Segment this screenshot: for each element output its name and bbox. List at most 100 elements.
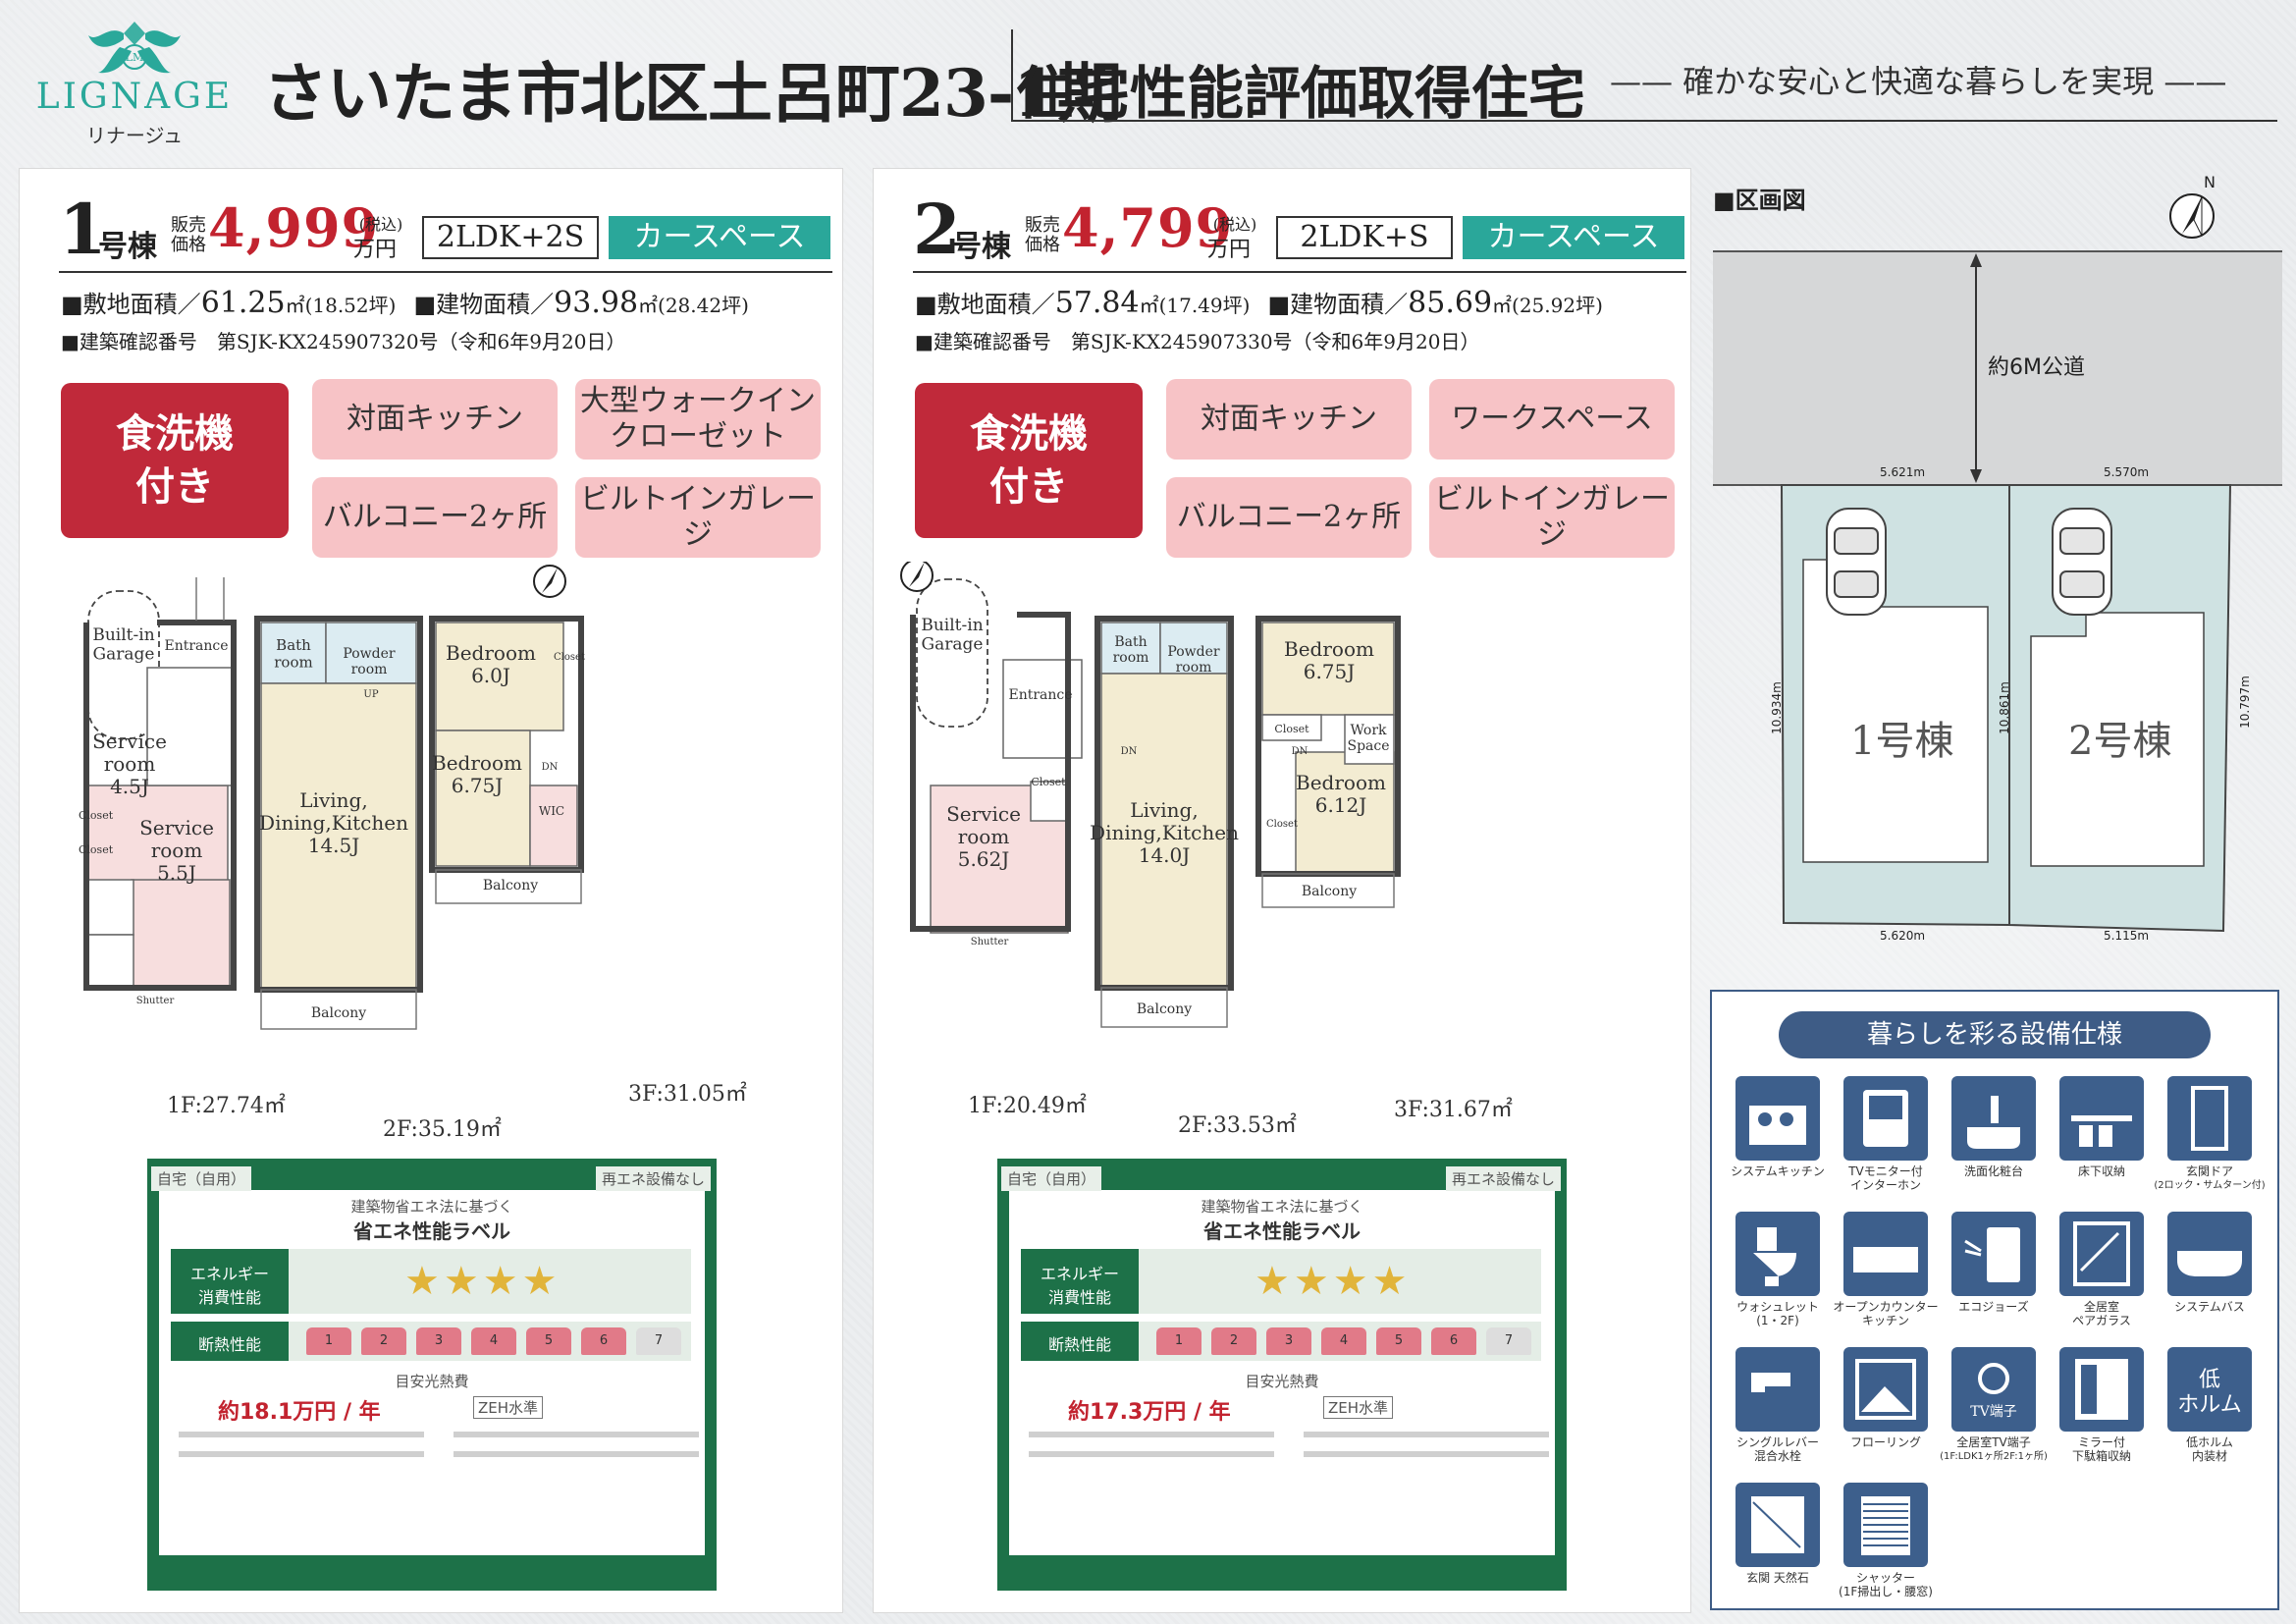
energy-fine-print xyxy=(1304,1451,1549,1457)
north-arrow-icon xyxy=(533,565,566,598)
facility-label: システムキッチン xyxy=(1731,1164,1825,1178)
facility-label: 全居室TV端子 xyxy=(1956,1435,2031,1449)
label-balcony-3f: Balcony xyxy=(483,878,538,893)
room-closet-2 xyxy=(1261,714,1322,741)
star-icon: ★ xyxy=(521,1259,561,1304)
insulation-level: 3 xyxy=(416,1327,461,1355)
price-value: 4,999 xyxy=(208,196,380,259)
label-entrance: Entrance xyxy=(164,638,228,654)
road-area xyxy=(1713,251,2282,485)
facility-label: ウォシュレット (1・2F) xyxy=(1736,1300,1819,1327)
building-area-label: ■建物面積／ xyxy=(1267,291,1409,318)
washlet-icon xyxy=(1735,1212,1820,1296)
single-lever-faucet-icon xyxy=(1735,1347,1820,1432)
area-info: ■敷地面積／61.25㎡(18.52坪)■建物面積／93.98㎡(28.42坪) xyxy=(61,285,749,320)
energy-tag-left: 自宅（自用） xyxy=(151,1166,252,1191)
vanity-icon xyxy=(1951,1076,2036,1161)
price-unit: 万円 xyxy=(353,238,398,262)
price-label-2: 価格 xyxy=(1025,235,1060,255)
north-arrow-icon xyxy=(2169,193,2215,239)
energy-fine-print xyxy=(179,1432,424,1437)
lot-1-label: 1号棟 xyxy=(1850,719,1954,764)
facility-sublabel: (1F:LDK1ヶ所2F:1ヶ所) xyxy=(1940,1451,2048,1462)
north-arrow-icon xyxy=(900,562,934,592)
floor-plan-type: 2LDK+S xyxy=(1276,216,1453,259)
label-closet-1: Closet xyxy=(79,809,114,822)
energy-fine-print xyxy=(454,1432,699,1437)
feature-dishwasher: 食洗機 付き xyxy=(61,383,289,538)
energy-stars: ★★★★ xyxy=(404,1259,561,1304)
facility-label: フローリング xyxy=(1849,1435,1921,1449)
land-area-value: 61.25 xyxy=(200,286,286,320)
energy-cost: 約17.3万円 / 年 xyxy=(1068,1400,1231,1425)
label-shutter: Shutter xyxy=(971,937,1009,947)
dim-bottom-2: 5.115m xyxy=(2104,929,2150,943)
permit-number: ■建築確認番号 第SJK-KX245907330号（令和6年9月20日） xyxy=(915,330,1480,353)
floor-area-2f: 2F:33.53㎡ xyxy=(1178,1113,1297,1138)
facility-label: オープンカウンター キッチン xyxy=(1833,1300,1939,1327)
facility-label: シャッター (1F掃出し・腰窓) xyxy=(1839,1571,1933,1598)
shutter-icon xyxy=(1843,1483,1928,1567)
low-formaldehyde-text: 低ホルム xyxy=(2177,1368,2242,1417)
price-label-1: 販売 xyxy=(1025,215,1060,236)
room-powder xyxy=(325,622,417,684)
insulation-level: 2 xyxy=(1211,1327,1256,1355)
pair-glass-icon xyxy=(2059,1212,2144,1296)
room-bedroom-2 xyxy=(435,730,531,867)
svg-text:LM: LM xyxy=(126,51,144,64)
star-icon: ★ xyxy=(1332,1259,1372,1304)
car-icon-1 xyxy=(1826,508,1887,616)
permit-number: ■建築確認番号 第SJK-KX245907320号（令和6年9月20日） xyxy=(61,330,626,353)
site-plan-title: ■区画図 xyxy=(1713,187,1806,214)
room-workspace xyxy=(1344,714,1395,765)
lot-2-label: 2号棟 xyxy=(2068,719,2172,764)
page-subtitle: 住宅性能評価取得住宅 xyxy=(1016,60,1586,127)
header-rule xyxy=(59,271,832,273)
room-service-2 xyxy=(131,879,231,989)
page-tagline: —— 確かな安心と快適な暮らしを実現 —— xyxy=(1610,63,2227,100)
price-label-1: 販売 xyxy=(171,215,206,236)
underfloor-storage-icon xyxy=(2059,1076,2144,1161)
star-icon: ★ xyxy=(404,1259,444,1304)
star-icon: ★ xyxy=(1371,1259,1412,1304)
flooring-icon xyxy=(1843,1347,1928,1432)
energy-row-insulation: 断熱性能 xyxy=(1021,1322,1139,1361)
label-closet-2: Closet xyxy=(1274,723,1309,735)
area-info: ■敷地面積／57.84㎡(17.49坪)■建物面積／85.69㎡(25.92坪) xyxy=(915,285,1603,320)
label-closet-3: Closet xyxy=(554,652,585,663)
insulation-level: 1 xyxy=(1156,1327,1201,1355)
energy-zeh-check: ZEH水準 xyxy=(473,1396,544,1419)
energy-row-insulation: 断熱性能 xyxy=(171,1322,289,1361)
floor-plan-type: 2LDK+2S xyxy=(422,216,599,259)
insulation-level: 4 xyxy=(1321,1327,1366,1355)
price-unit: 万円 xyxy=(1207,238,1252,262)
header-underline xyxy=(1011,120,2277,122)
logo-text: LIGNAGE xyxy=(35,77,234,117)
land-area-label: ■敷地面積／ xyxy=(915,291,1055,318)
feature-badge: ワークスペース xyxy=(1429,379,1675,460)
shoe-cabinet-icon xyxy=(2059,1347,2144,1432)
facility-label: TVモニター付 インターホン xyxy=(1848,1164,1923,1192)
room-wic xyxy=(529,785,578,867)
dim-mid: 10.861m xyxy=(1997,681,2011,734)
insulation-level: 4 xyxy=(471,1327,516,1355)
facility-label: ミラー付 下駄箱収納 xyxy=(2071,1435,2131,1463)
building-area-label: ■建物面積／ xyxy=(413,291,555,318)
energy-row-bg xyxy=(1139,1249,1541,1314)
room-closet-2 xyxy=(83,934,134,989)
facility-label: システムバス xyxy=(2174,1300,2245,1314)
unit-suffix: 号棟 xyxy=(952,230,1011,264)
natural-stone-icon xyxy=(1735,1483,1820,1567)
car-space-badge: カースペース xyxy=(609,216,830,259)
energy-fine-print xyxy=(1029,1432,1274,1437)
unit-suffix: 号棟 xyxy=(98,230,157,264)
insulation-level: 3 xyxy=(1266,1327,1311,1355)
facility-label: 床下収納 xyxy=(2077,1164,2125,1178)
